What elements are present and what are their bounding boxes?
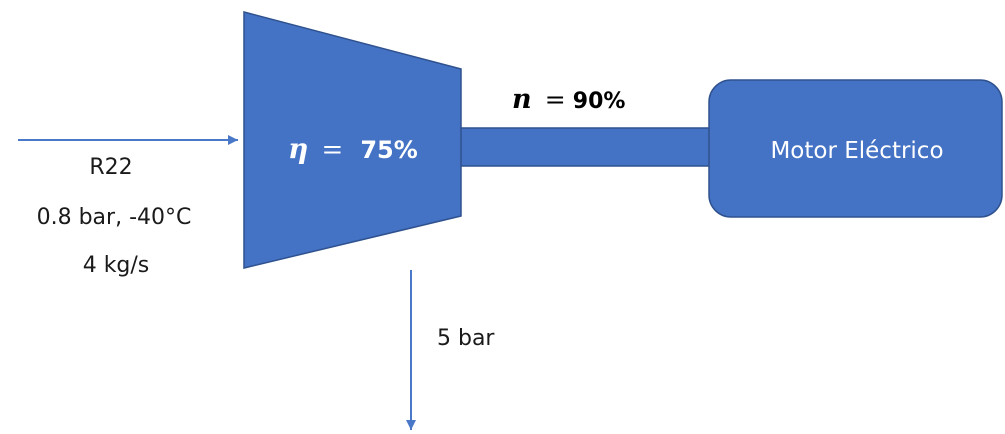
outlet-pressure-label: 5 bar <box>437 326 495 351</box>
motor-label: Motor Eléctrico <box>770 138 943 164</box>
compressor <box>243 11 462 269</box>
shaft-equals: = <box>545 85 566 114</box>
eta-symbol: η <box>288 132 308 165</box>
compressor-efficiency-value: 75% <box>360 136 417 164</box>
inlet-conditions-label: 0.8 bar, -40°C <box>37 205 192 230</box>
electric-motor <box>708 79 1003 218</box>
inlet-mass-flow-label: 4 kg/s <box>83 253 150 278</box>
shaft-efficiency-value: 90% <box>573 89 626 114</box>
compressor-equals: = <box>321 135 343 165</box>
compressor-efficiency-label: η = 75% <box>288 132 418 165</box>
inlet-fluid-label: R22 <box>89 155 132 180</box>
n-symbol: n <box>512 84 532 115</box>
shaft <box>459 127 713 167</box>
shaft-efficiency-label: n = 90% <box>512 84 625 115</box>
